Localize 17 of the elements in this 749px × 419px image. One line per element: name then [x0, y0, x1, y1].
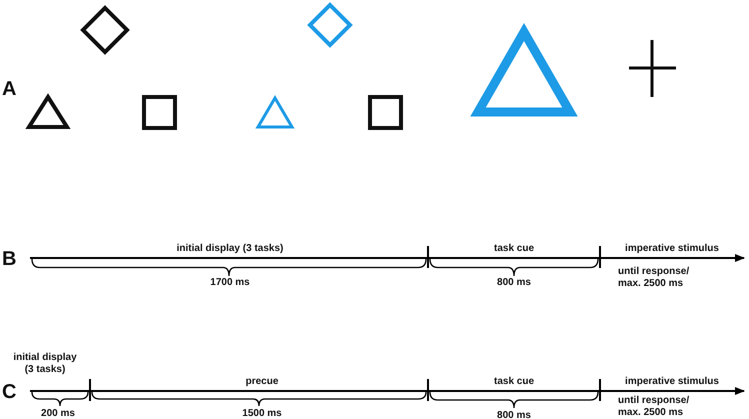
phase-label: imperative stimulus — [625, 376, 719, 388]
phase-label: task cue — [494, 376, 534, 388]
phase-label: precue — [246, 376, 278, 388]
duration-label: 200 ms — [41, 408, 75, 419]
phase-label: imperative stimulus — [625, 243, 719, 255]
duration-label: until response/ max. 2500 ms — [618, 266, 690, 290]
duration-label: until response/ max. 2500 ms — [618, 395, 690, 419]
duration-label: 800 ms — [497, 277, 531, 289]
duration-label: 1500 ms — [242, 408, 282, 419]
panel-letter: B — [2, 248, 16, 270]
duration-label: 1700 ms — [210, 277, 250, 289]
panel-letter: A — [2, 78, 16, 100]
duration-label: 800 ms — [497, 410, 531, 419]
phase-label: initial display (3 tasks) — [12, 352, 78, 376]
panel-letter: C — [2, 381, 16, 403]
phase-label: initial display (3 tasks) — [176, 243, 284, 255]
phase-label: task cue — [494, 243, 534, 255]
